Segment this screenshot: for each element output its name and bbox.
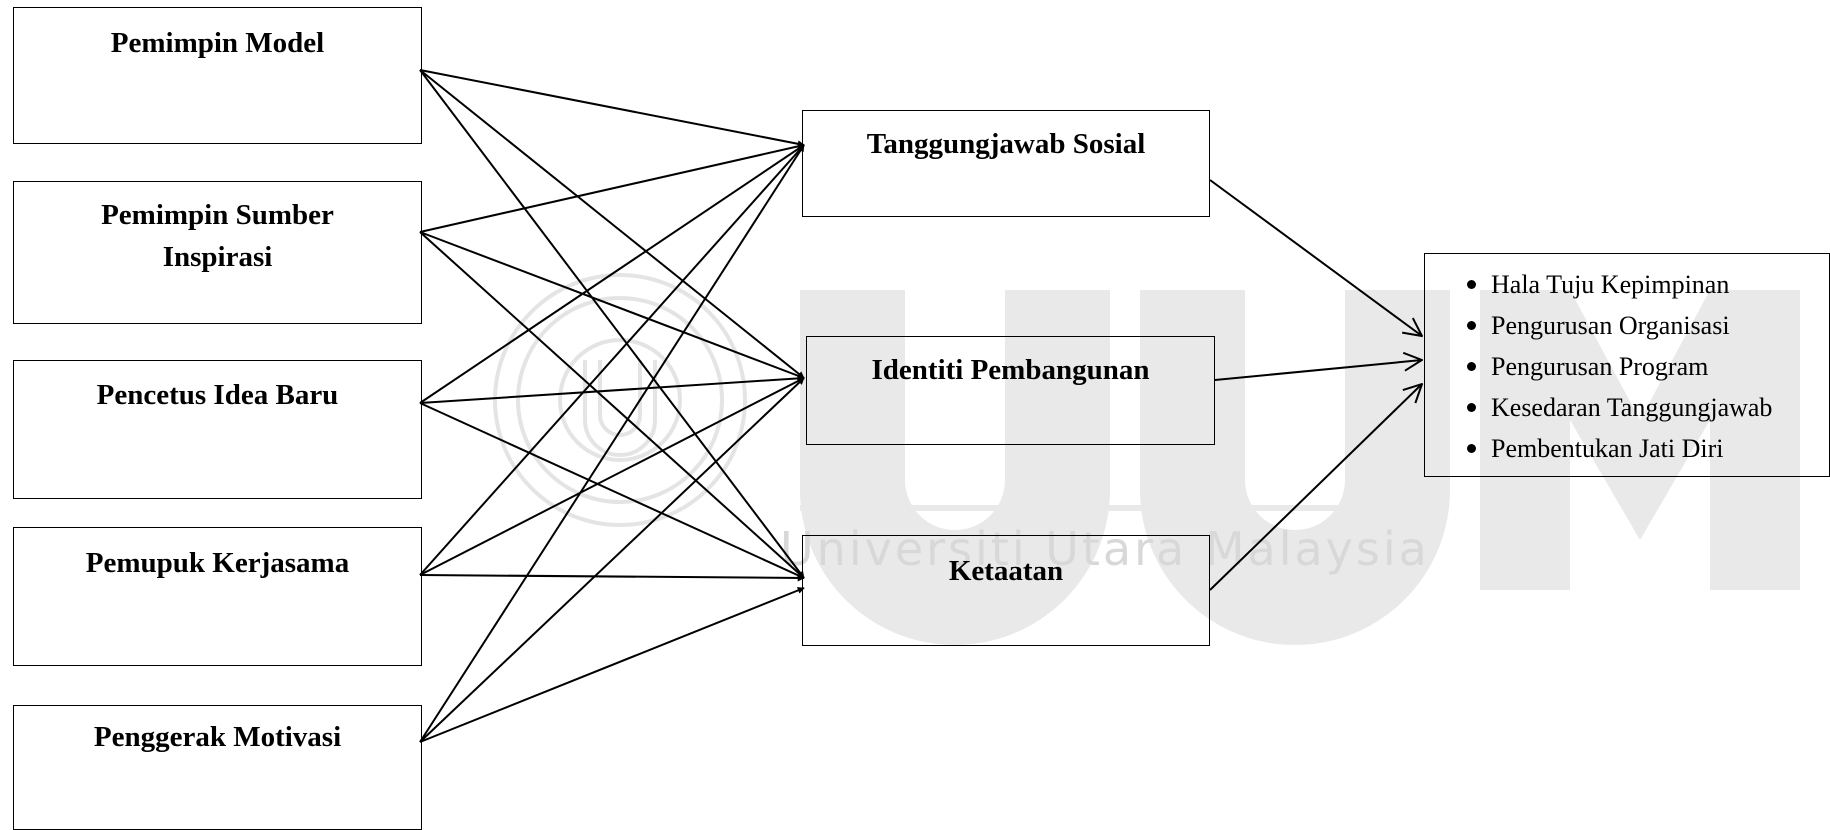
leader-title: Pemimpin Model bbox=[110, 27, 325, 59]
mediator-box-tanggungjawab-sosial: Tanggungjawab Sosial bbox=[802, 110, 1210, 217]
arrow-inspirasi-to-identiti bbox=[419, 231, 805, 380]
outcome-item: Hala Tuju Kepimpinan bbox=[1465, 264, 1772, 305]
arrow-model-to-identiti bbox=[419, 69, 805, 379]
outcome-item: Pengurusan Program bbox=[1465, 346, 1772, 387]
leader-box-pemimpin-sumber-inspirasi: Pemimpin Sumber Inspirasi bbox=[13, 181, 422, 324]
watermark-caption: Universiti Utara Malaysia bbox=[780, 522, 1430, 576]
mediator-title: Identiti Pembangunan bbox=[871, 354, 1150, 386]
arrow-motivasi-to-ketaatan bbox=[419, 587, 805, 743]
mediator-box-ketaatan: Ketaatan bbox=[802, 535, 1210, 646]
mediator-title: Tanggungjawab Sosial bbox=[866, 128, 1146, 160]
arrow-ketaatan-to-outcome bbox=[1209, 384, 1422, 591]
arrow-kerjasama-to-ketaatan bbox=[419, 574, 805, 582]
arrow-tanggungjawab-to-outcome bbox=[1209, 179, 1422, 336]
leader-box-pencetus-idea-baru: Pencetus Idea Baru bbox=[13, 360, 422, 499]
arrow-model-to-tanggungjawab bbox=[419, 69, 805, 148]
leader-title: Pemimpin Sumber Inspirasi bbox=[101, 199, 334, 273]
arrow-idea-to-ketaatan bbox=[419, 402, 805, 579]
arrow-inspirasi-to-ketaatan bbox=[419, 231, 805, 579]
arrow-kerjasama-to-tanggungjawab bbox=[419, 144, 805, 576]
mediator-title: Ketaatan bbox=[948, 555, 1064, 587]
arrow-motivasi-to-tanggungjawab bbox=[419, 144, 805, 743]
arrow-identiti-to-outcome bbox=[1214, 360, 1422, 381]
leader-title: Pencetus Idea Baru bbox=[96, 379, 339, 411]
outcome-item: Kesedaran Tanggungjawab bbox=[1465, 387, 1772, 428]
leader-box-pemimpin-model: Pemimpin Model bbox=[13, 7, 422, 144]
arrow-inspirasi-to-tanggungjawab bbox=[419, 142, 805, 233]
leader-box-penggerak-motivasi: Penggerak Motivasi bbox=[13, 705, 422, 830]
outcome-item: Pembentukan Jati Diri bbox=[1465, 428, 1772, 469]
arrow-model-to-ketaatan bbox=[419, 69, 805, 579]
arrow-kerjasama-to-identiti bbox=[419, 377, 805, 576]
leader-title: Penggerak Motivasi bbox=[93, 721, 342, 753]
outcome-list: Hala Tuju Kepimpinan Pengurusan Organisa… bbox=[1465, 264, 1772, 469]
arrow-motivasi-to-identiti bbox=[419, 377, 805, 743]
leader-box-pemupuk-kerjasama: Pemupuk Kerjasama bbox=[13, 527, 422, 666]
outcome-item: Pengurusan Organisasi bbox=[1465, 305, 1772, 346]
outcome-box: Hala Tuju Kepimpinan Pengurusan Organisa… bbox=[1424, 253, 1830, 477]
mediator-box-identiti-pembangunan: Identiti Pembangunan bbox=[806, 336, 1215, 445]
arrow-idea-to-identiti bbox=[419, 374, 805, 404]
leader-title: Pemupuk Kerjasama bbox=[85, 547, 350, 579]
arrow-idea-to-tanggungjawab bbox=[419, 144, 805, 404]
